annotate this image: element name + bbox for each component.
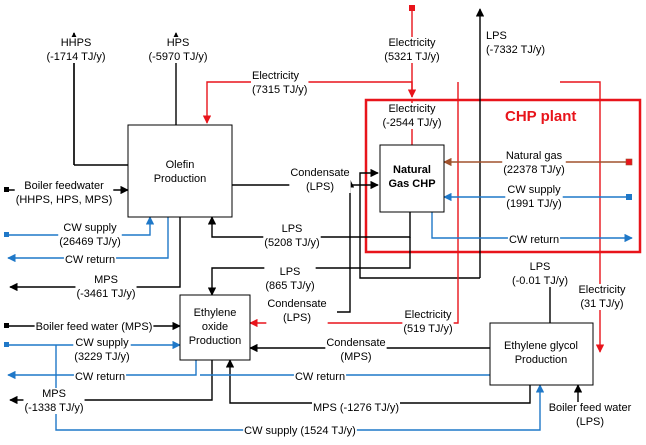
hhps-label: HHPS(-1714 TJ/y) (46, 37, 105, 63)
boiler-feedwater-olefin-label: Boiler feedwater(HHPS, HPS, MPS) (16, 180, 113, 206)
cw-return-eo-label: CW return (75, 371, 125, 383)
condensate-eo-label: Condensate(LPS) (267, 298, 326, 324)
lps-minus-001-line (359, 168, 480, 279)
electricity-31-label: Electricity(31 TJ/y) (578, 284, 626, 310)
electricity-31-line (560, 81, 605, 353)
electricity-minus-2544-label: Electricity(-2544 TJ/y) (382, 103, 441, 129)
mps-3461-label: MPS(-3461 TJ/y) (76, 274, 135, 300)
cw-return-eo-line (7, 360, 197, 380)
lps-minus-001-label: LPS(-0.01 TJ/y) (512, 261, 568, 287)
cw-supply-olefin-line (8, 216, 155, 236)
natural-gas-label: Natural gas(22378 TJ/y) (503, 150, 565, 176)
cw-supply-1524-label: CW supply (1524 TJ/y) (244, 425, 356, 437)
electricity-7315-label: Electricity(7315 TJ/y) (252, 70, 307, 96)
cw-return-olefin-label: CW return (65, 254, 115, 266)
cw-return-olefin-line (7, 217, 169, 263)
cw-supply-26469-label: CW supply(26469 TJ/y) (59, 222, 121, 248)
cw-return-chp-label: CW return (509, 234, 559, 246)
cw-return-chp-line (431, 212, 633, 243)
electricity-5321-label: Electricity(5321 TJ/y) (384, 37, 439, 63)
chp-plant-boundary (364, 98, 642, 254)
lps-7332-label: LPS(-7332 TJ/y) (486, 30, 545, 56)
condensate-mps-label: Condensate(MPS) (326, 337, 385, 363)
chp-plant-title: CHP plant (505, 108, 576, 125)
mps-1338-label: MPS(-1338 TJ/y) (24, 388, 83, 414)
electricity-519-label: Electricity(519 TJ/y) (403, 309, 452, 335)
mps-1276-label: MPS (-1276 TJ/y) (313, 402, 399, 414)
condensate-eo-line (337, 179, 355, 313)
cw-supply-3229-label: CW supply(3229 TJ/y) (74, 337, 129, 363)
cw-supply-1991-label: CW supply(1991 TJ/y) (506, 184, 561, 210)
mps-1276-line (225, 359, 531, 404)
condensate-lps-label: Condensate(LPS) (290, 167, 349, 193)
boiler-feed-lps-eg-label: Boiler feed water(LPS) (549, 402, 632, 428)
mps-3461-line (9, 217, 181, 292)
electricity-7315-line (202, 81, 413, 124)
lps-5208-label: LPS(5208 TJ/y) (264, 223, 319, 249)
hps-label: HPS(-5970 TJ/y) (148, 37, 207, 63)
lps-865-label: LPS(865 TJ/y) (265, 266, 314, 292)
cw-return-eg-label: CW return (295, 371, 345, 383)
boiler-feed-mps-label: Boiler feed water (MPS) (36, 321, 153, 333)
